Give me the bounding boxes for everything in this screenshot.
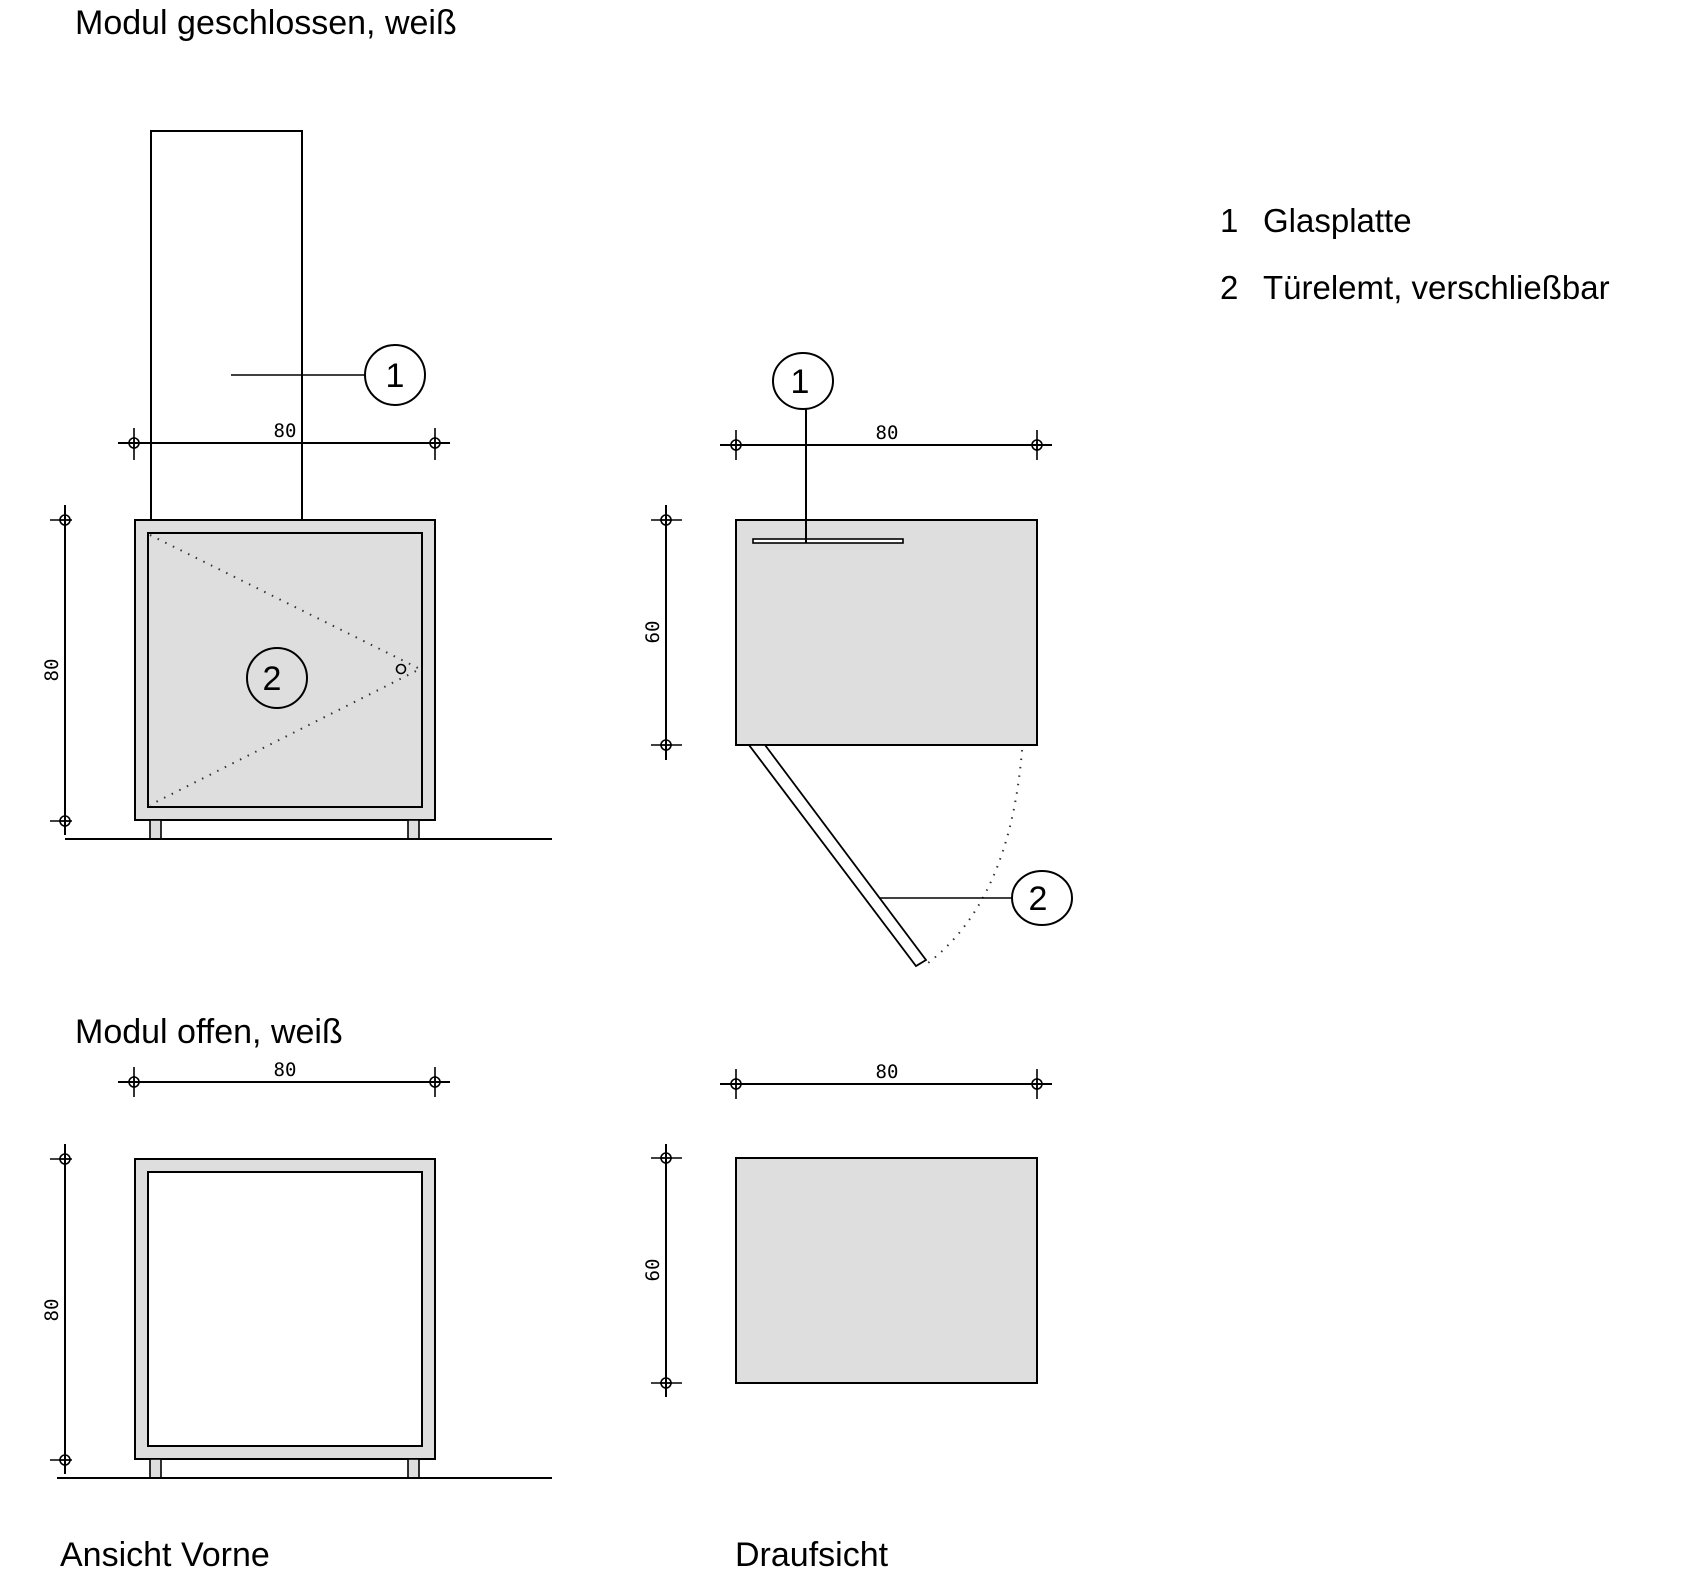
top-view-label: Draufsicht (735, 1536, 889, 1574)
dimension-width: 80 (876, 1061, 899, 1083)
dimension-height: 80 (41, 659, 63, 682)
glass-plate (150, 130, 303, 521)
callout-number: 2 (263, 660, 282, 698)
legend: 1 Glasplatte 2 Türelemt, verschließbar (1220, 202, 1610, 306)
dimension-width: 80 (274, 420, 297, 442)
dimension-height: 80 (41, 1299, 63, 1322)
dimension-depth: 60 (642, 621, 664, 644)
legend-number-2: 2 (1220, 269, 1238, 306)
open-top-view: 80 60 (642, 1061, 1052, 1397)
glass-plate-section (752, 538, 904, 544)
callout-circle (246, 647, 308, 709)
callout-circle (1011, 870, 1073, 926)
door-hinge-lines (149, 534, 423, 806)
callout-circle (364, 344, 426, 406)
closed-module-title: Modul geschlossen, weiß (75, 4, 457, 42)
door-panel (147, 532, 423, 808)
callout-number: 2 (1029, 880, 1048, 918)
callout-circle (772, 352, 834, 410)
callout-number: 1 (386, 357, 405, 395)
dimension-width: 80 (876, 422, 899, 444)
legend-text-1: Glasplatte (1263, 202, 1412, 239)
front-view-label: Ansicht Vorne (60, 1536, 270, 1574)
cabinet-opening (147, 1171, 423, 1447)
door-swing-arc (927, 749, 1023, 964)
open-front-view: 80 80 (41, 1059, 552, 1479)
cabinet-top (735, 1157, 1038, 1384)
callout-number: 1 (791, 363, 810, 401)
dimension-depth: 60 (642, 1259, 664, 1282)
legend-text-2: Türelemt, verschließbar (1263, 269, 1610, 306)
closed-top-view: 80 60 1 2 (642, 352, 1073, 968)
open-module-title: Modul offen, weiß (75, 1013, 343, 1051)
dimension-width: 80 (274, 1059, 297, 1081)
cabinet-top (735, 519, 1038, 746)
legend-number-1: 1 (1220, 202, 1238, 239)
lock-icon (395, 663, 407, 675)
door-open (747, 744, 928, 968)
closed-front-view: 1 80 2 80 (41, 130, 552, 840)
